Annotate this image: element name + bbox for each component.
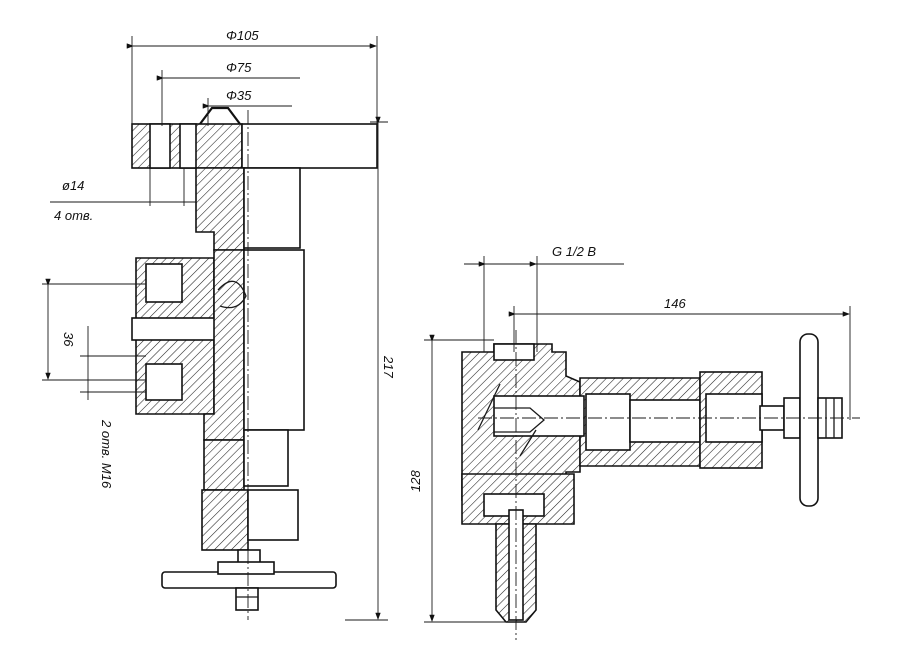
dim-h36: 36 <box>61 332 76 347</box>
dim-d35: Φ35 <box>226 88 252 103</box>
dim-holes2: 2 отв. M16 <box>99 419 114 489</box>
dim-d14: ø14 <box>62 178 84 193</box>
left-dimensions <box>42 36 388 621</box>
dim-holes4: 4 отв. <box>54 208 93 223</box>
left-view <box>131 106 378 620</box>
dim-w146: 146 <box>664 296 686 311</box>
dim-d105: Φ105 <box>226 28 259 43</box>
dim-d75: Φ75 <box>226 60 252 75</box>
right-view <box>461 330 860 640</box>
right-dimensions <box>424 256 851 623</box>
dim-h128: 128 <box>408 470 423 492</box>
dim-thread: G 1/2 B <box>552 244 596 259</box>
dim-h217: 217 <box>381 355 396 378</box>
